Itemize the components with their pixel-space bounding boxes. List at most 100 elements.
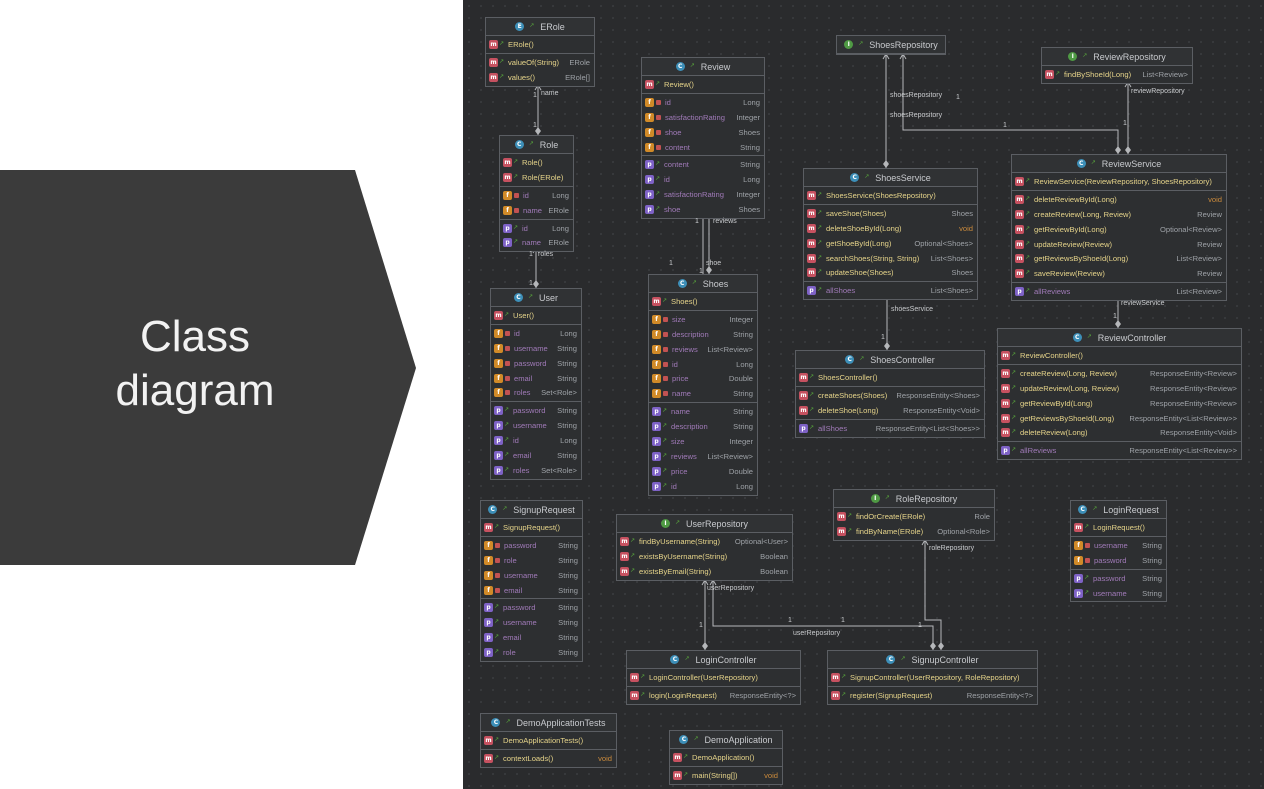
member-row[interactable]: m↗User() — [491, 308, 581, 323]
member-row[interactable]: m↗getReviewsByShoeId(Long)List<Review> — [1012, 251, 1226, 266]
member-row[interactable]: m↗ShoesService(ShoesRepository) — [804, 188, 977, 203]
member-row[interactable]: m↗existsByUsername(String)Boolean — [617, 549, 792, 564]
member-row[interactable]: m↗saveShoe(Shoes)Shoes — [804, 206, 977, 221]
member-row[interactable]: m↗main(String[])void — [670, 768, 782, 783]
member-row[interactable]: m↗getReviewById(Long)ResponseEntity<Revi… — [998, 396, 1241, 411]
member-row[interactable]: m↗valueOf(String)ERole — [486, 55, 594, 70]
member-row[interactable]: m↗login(LoginRequest)ResponseEntity<?> — [627, 688, 800, 703]
member-row[interactable]: m↗findByName(ERole)Optional<Role> — [834, 524, 994, 539]
member-row[interactable]: m↗ShoesController() — [796, 370, 984, 385]
member-row[interactable]: m↗DemoApplication() — [670, 750, 782, 765]
member-row[interactable]: m↗searchShoes(String, String)List<Shoes> — [804, 251, 977, 266]
member-row[interactable]: m↗deleteReviewById(Long)void — [1012, 192, 1226, 207]
member-row[interactable]: m↗Review() — [642, 77, 764, 92]
member-row[interactable]: m↗updateReview(Long, Review)ResponseEnti… — [998, 381, 1241, 396]
member-row[interactable]: m↗deleteShoeById(Long)void — [804, 221, 977, 236]
member-row[interactable]: m↗createReview(Long, Review)ResponseEnti… — [998, 366, 1241, 381]
member-row[interactable]: m↗createShoes(Shoes)ResponseEntity<Shoes… — [796, 388, 984, 403]
edge-reviewservice-shoesrepo[interactable] — [902, 54, 1119, 154]
member-row[interactable]: m↗getShoeById(Long)Optional<Shoes> — [804, 236, 977, 251]
member-row[interactable]: m↗findOrCreate(ERole)Role — [834, 509, 994, 524]
member-row[interactable]: m↗contextLoads()void — [481, 751, 616, 766]
member-row[interactable]: m↗getReviewsByShoeId(Long)ResponseEntity… — [998, 411, 1241, 426]
member-row[interactable]: m↗Role() — [500, 155, 573, 170]
member-row[interactable]: m↗LoginRequest() — [1071, 520, 1166, 535]
member-row[interactable]: m↗ERole() — [486, 37, 594, 52]
member-row[interactable]: m↗register(SignupRequest)ResponseEntity<… — [828, 688, 1037, 703]
class-box-shoesrepository[interactable]: I↗ShoesRepository — [836, 35, 946, 55]
member-row[interactable]: m↗updateShoe(Shoes)Shoes — [804, 265, 977, 280]
member-row[interactable]: m↗deleteReview(Long)ResponseEntity<Void> — [998, 425, 1241, 440]
edge-signup-userrepo[interactable] — [712, 580, 934, 650]
member-row[interactable]: m↗existsByEmail(String)Boolean — [617, 564, 792, 579]
member-row[interactable]: m↗findByShoeId(Long)List<Review> — [1042, 67, 1192, 82]
member-row[interactable]: m↗findByUsername(String)Optional<User> — [617, 534, 792, 549]
member-row[interactable]: m↗values()ERole[] — [486, 70, 594, 85]
member-row[interactable]: m↗ReviewController() — [998, 348, 1241, 363]
member-row[interactable]: m↗SignupController(UserRepository, RoleR… — [828, 670, 1037, 685]
edge-signup-rolerepo[interactable] — [924, 540, 942, 650]
member-row[interactable]: m↗getReviewById(Long)Optional<Review> — [1012, 222, 1226, 237]
member-row[interactable]: m↗deleteShoe(Long)ResponseEntity<Void> — [796, 403, 984, 418]
member-row[interactable]: m↗ReviewService(ReviewRepository, ShoesR… — [1012, 174, 1226, 189]
member-row[interactable]: m↗SignupRequest() — [481, 520, 582, 535]
